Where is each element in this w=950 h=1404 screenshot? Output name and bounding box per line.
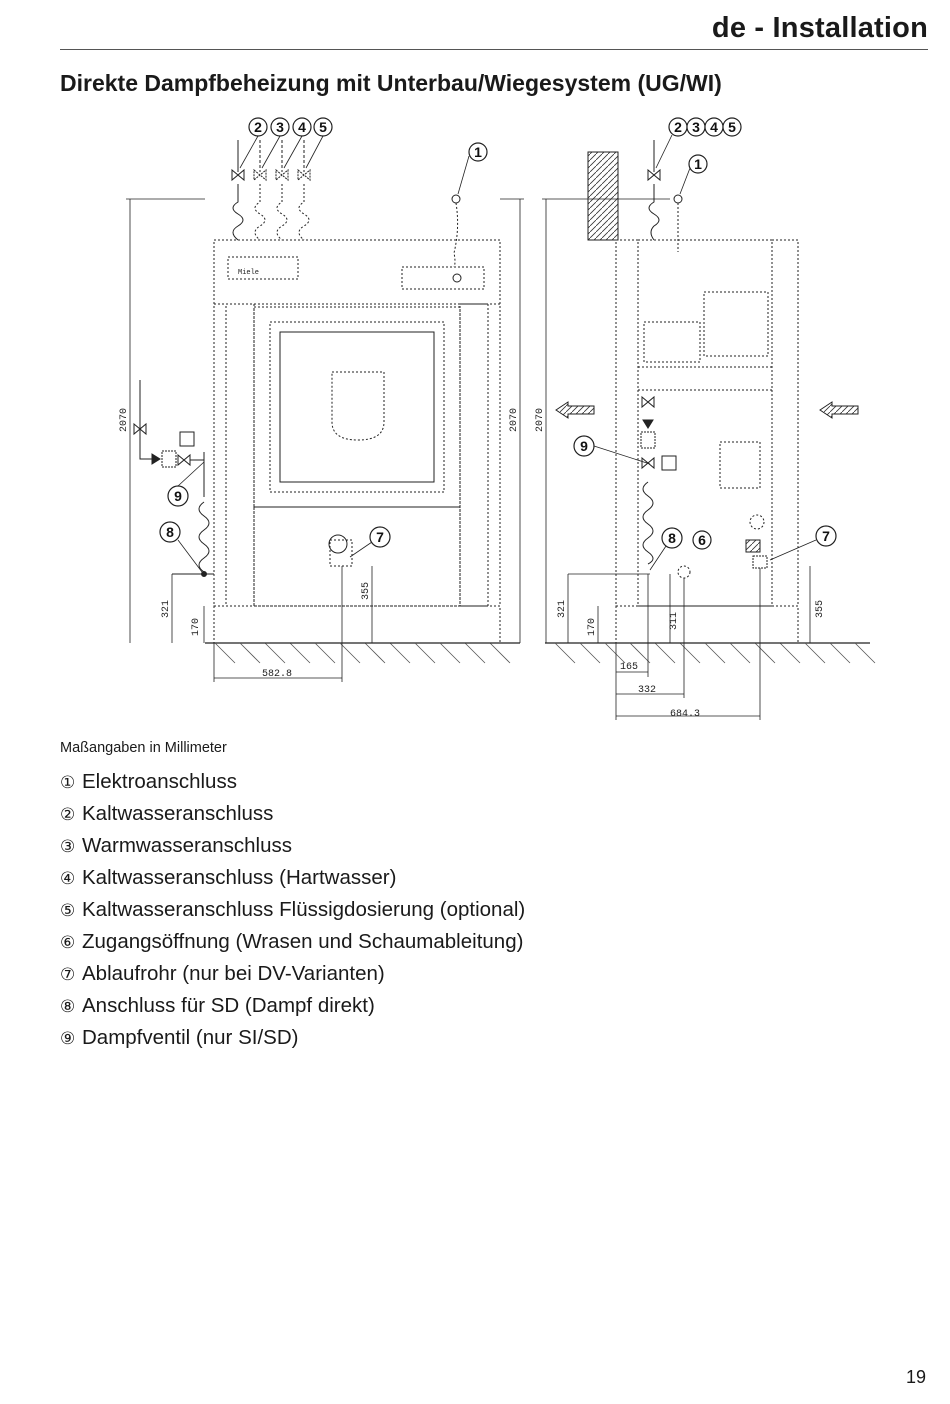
legend-num: ⑤ xyxy=(60,901,76,920)
installation-diagram: Miele xyxy=(110,112,880,732)
callout-8-side: 8 xyxy=(668,530,676,546)
dim-321-front: 321 xyxy=(161,600,172,618)
callout-9-front: 9 xyxy=(174,488,182,504)
dim-321-side: 321 xyxy=(557,600,568,618)
legend-num: ⑥ xyxy=(60,933,76,952)
legend-item-2: ② Kaltwasseranschluss xyxy=(60,798,525,830)
legend-text: Anschluss für SD (Dampf direkt) xyxy=(82,994,375,1017)
dim-2070-side: 2070 xyxy=(535,408,546,432)
legend-num: ① xyxy=(60,773,76,792)
dim-332: 332 xyxy=(638,685,656,696)
page-number: 19 xyxy=(905,1367,926,1387)
callout-2-side: 2 xyxy=(674,119,682,135)
dim-170-front: 170 xyxy=(191,618,202,636)
diagram-svg: Miele xyxy=(119,117,876,720)
callout-8-front: 8 xyxy=(166,524,174,540)
legend-num: ② xyxy=(60,805,76,824)
floor-hatch xyxy=(214,642,511,664)
header-title: de - Installation xyxy=(711,12,928,44)
legend-item-1: ① Elektroanschluss xyxy=(60,766,525,798)
legend-text: Warmwasseranschluss xyxy=(82,834,292,857)
legend-text: Zugangsöffnung (Wrasen und Schaumableitu… xyxy=(82,930,524,953)
legend-item-9: ⑨ Dampfventil (nur SI/SD) xyxy=(60,1022,525,1054)
brand-label: Miele xyxy=(238,269,259,277)
legend-item-4: ④ Kaltwasseranschluss (Hartwasser) xyxy=(60,862,525,894)
callout-2-front: 2 xyxy=(254,119,262,135)
legend-item-3: ③ Warmwasseranschluss xyxy=(60,830,525,862)
callout-1-side: 1 xyxy=(694,156,702,172)
dim-684-3: 684.3 xyxy=(670,709,700,720)
legend-item-8: ⑧ Anschluss für SD (Dampf direkt) xyxy=(60,990,525,1022)
callout-4-front: 4 xyxy=(298,119,306,135)
dim-2070-front-left: 2070 xyxy=(119,408,130,432)
callout-5-front: 5 xyxy=(319,119,327,135)
legend-num: ④ xyxy=(60,869,76,888)
dim-311: 311 xyxy=(669,612,680,630)
legend-item-7: ⑦ Ablaufrohr (nur bei DV-Varianten) xyxy=(60,958,525,990)
dim-170-side: 170 xyxy=(587,618,598,636)
callout-9-side: 9 xyxy=(580,438,588,454)
callout-3-front: 3 xyxy=(276,119,284,135)
dim-355-side: 355 xyxy=(815,600,826,618)
dim-355-front: 355 xyxy=(361,582,372,600)
legend-num: ⑧ xyxy=(60,997,76,1016)
legend-text: Dampfventil (nur SI/SD) xyxy=(82,1026,299,1049)
legend-text: Elektroanschluss xyxy=(82,770,237,793)
callout-7-side: 7 xyxy=(822,528,830,544)
callout-7-front: 7 xyxy=(376,529,384,545)
header-rule xyxy=(60,49,928,50)
callout-3-side: 3 xyxy=(692,119,700,135)
callouts: 2 3 4 5 1 2 3 4 5 1 9 8 7 9 8 6 7 xyxy=(159,117,837,573)
units-note: Maßangaben in Millimeter xyxy=(60,740,227,756)
side-view xyxy=(545,140,876,664)
side-dimension-labels: 2070 321 170 311 355 165 332 684.3 xyxy=(535,408,826,720)
legend-num: ⑦ xyxy=(60,965,76,984)
legend-num: ⑨ xyxy=(60,1029,76,1048)
callout-6-side: 6 xyxy=(698,532,706,548)
dim-582-8: 582.8 xyxy=(262,669,292,680)
legend-item-5: ⑤ Kaltwasseranschluss Flüssigdosierung (o… xyxy=(60,894,525,926)
legend-num: ③ xyxy=(60,837,76,856)
front-dimension-labels: 2070 2070 321 170 355 582.8 xyxy=(119,408,520,680)
dim-2070-front-right: 2070 xyxy=(509,408,520,432)
legend-item-6: ⑥ Zugangsöffnung (Wrasen und Schaumableit… xyxy=(60,926,525,958)
front-dimensions xyxy=(126,198,524,682)
legend-text: Kaltwasseranschluss (Hartwasser) xyxy=(82,866,397,889)
legend-list: ① Elektroanschluss ② Kaltwasseranschluss ③… xyxy=(60,766,525,1054)
callout-4-side: 4 xyxy=(710,119,718,135)
callout-5-side: 5 xyxy=(728,119,736,135)
legend-text: Ablaufrohr (nur bei DV-Varianten) xyxy=(82,962,385,985)
section-title: Direkte Dampfbeheizung mit Unterbau/Wieg… xyxy=(60,70,722,96)
front-view: Miele xyxy=(133,140,520,664)
side-dimensions xyxy=(542,198,811,720)
callout-1-front: 1 xyxy=(474,144,482,160)
legend-text: Kaltwasseranschluss xyxy=(82,802,274,825)
legend-text: Kaltwasseranschluss Flüssigdosierung (op… xyxy=(82,898,526,921)
dim-165: 165 xyxy=(620,662,638,673)
